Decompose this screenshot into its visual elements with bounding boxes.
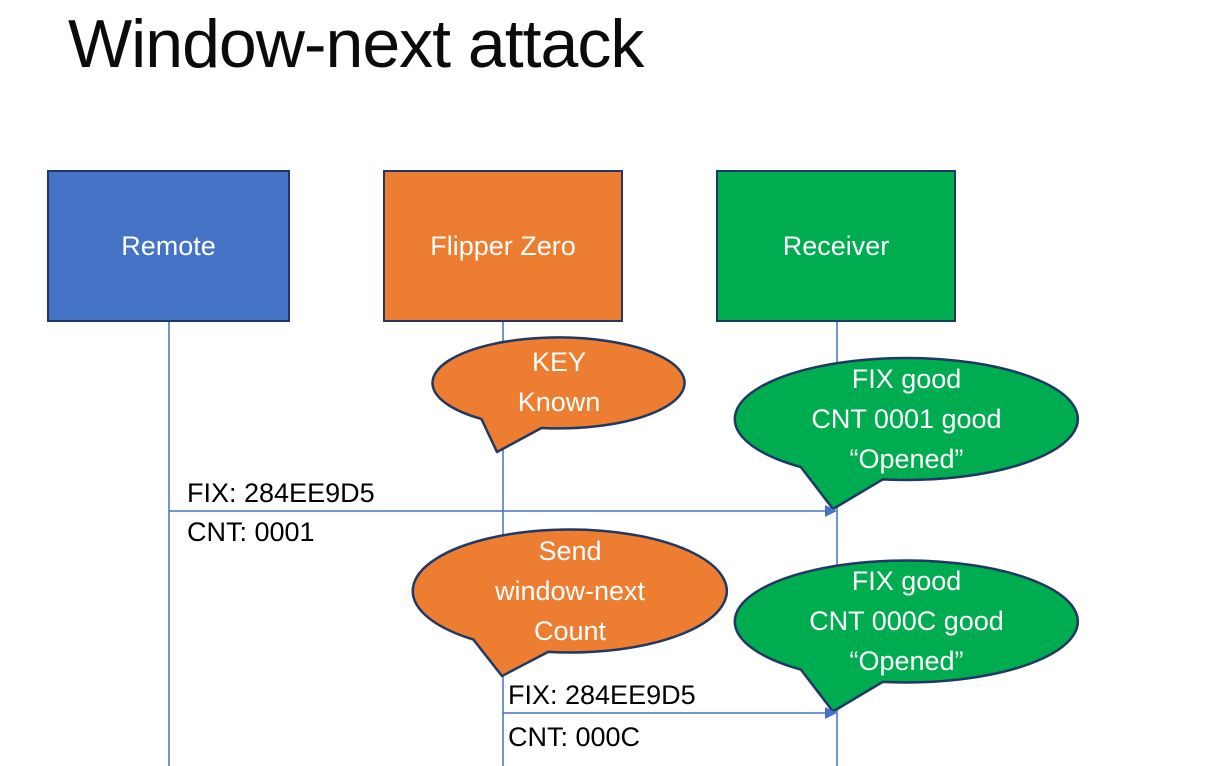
callout-bubble-send-window-next [411, 528, 729, 678]
callout-bubble-key-known [431, 336, 686, 454]
callout-bubble-opened-000c [733, 559, 1080, 713]
actor-box-remote: Remote [47, 170, 290, 322]
callout-bubble-opened-0001 [733, 356, 1080, 511]
message-2-cnt-label: CNT: 000C [508, 722, 641, 752]
message-arrow-1-head [825, 505, 837, 517]
actor-box-receiver: Receiver [716, 170, 956, 322]
message-arrow-2-head [825, 707, 837, 719]
slide-title: Window-next attack [68, 6, 644, 82]
actor-label-flipper-zero: Flipper Zero [430, 230, 576, 261]
actor-label-receiver: Receiver [782, 230, 890, 261]
actor-box-flipper-zero: Flipper Zero [383, 170, 623, 322]
message-1-cnt-label: CNT: 0001 [187, 517, 315, 547]
message-1-fix-label: FIX: 284EE9D5 [187, 478, 375, 508]
message-2-fix-label: FIX: 284EE9D5 [508, 680, 696, 710]
actor-label-remote: Remote [121, 230, 216, 261]
